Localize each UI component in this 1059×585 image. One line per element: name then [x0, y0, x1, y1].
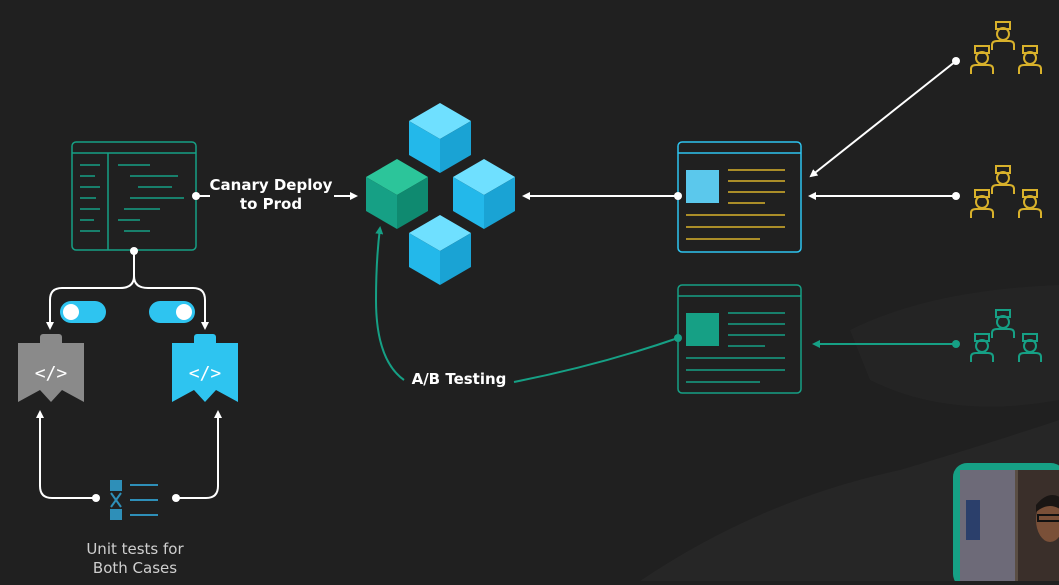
ab-arrow: [374, 226, 405, 381]
unit-test-loops: [36, 410, 222, 502]
toggle-off-icon: [60, 301, 106, 323]
ab-testing-label: A/B Testing: [411, 370, 507, 388]
user-group-icon: [970, 165, 1042, 219]
cube-bottom: [409, 215, 471, 285]
svg-text:</>: </>: [35, 363, 68, 384]
cube-top: [409, 103, 471, 173]
code-editor-icon: [71, 141, 197, 251]
cube-right: [453, 159, 515, 229]
web-page-icon: [677, 141, 802, 253]
code-badge-grey-icon: </>: [18, 334, 84, 402]
user-group-icon: [970, 21, 1042, 75]
test-matrix-icon: [110, 480, 158, 520]
svg-text:</>: </>: [189, 363, 222, 384]
web-page-icon-variant: [677, 284, 802, 394]
users-arrow-1: [809, 60, 957, 178]
unit-tests-label: Unit tests for Both Cases: [86, 540, 184, 577]
canary-deploy-label: Canary Deploy to Prod: [209, 176, 333, 213]
cube-left-canary: [366, 159, 428, 229]
ab-connector: [513, 337, 679, 383]
branch-lines: [46, 247, 209, 330]
code-badge-blue-icon: </>: [172, 334, 238, 402]
container-cluster-icon: [366, 103, 515, 285]
presenter-video: [953, 463, 1059, 585]
connector-dot: [674, 334, 682, 342]
toggle-on-icon: [149, 301, 195, 323]
